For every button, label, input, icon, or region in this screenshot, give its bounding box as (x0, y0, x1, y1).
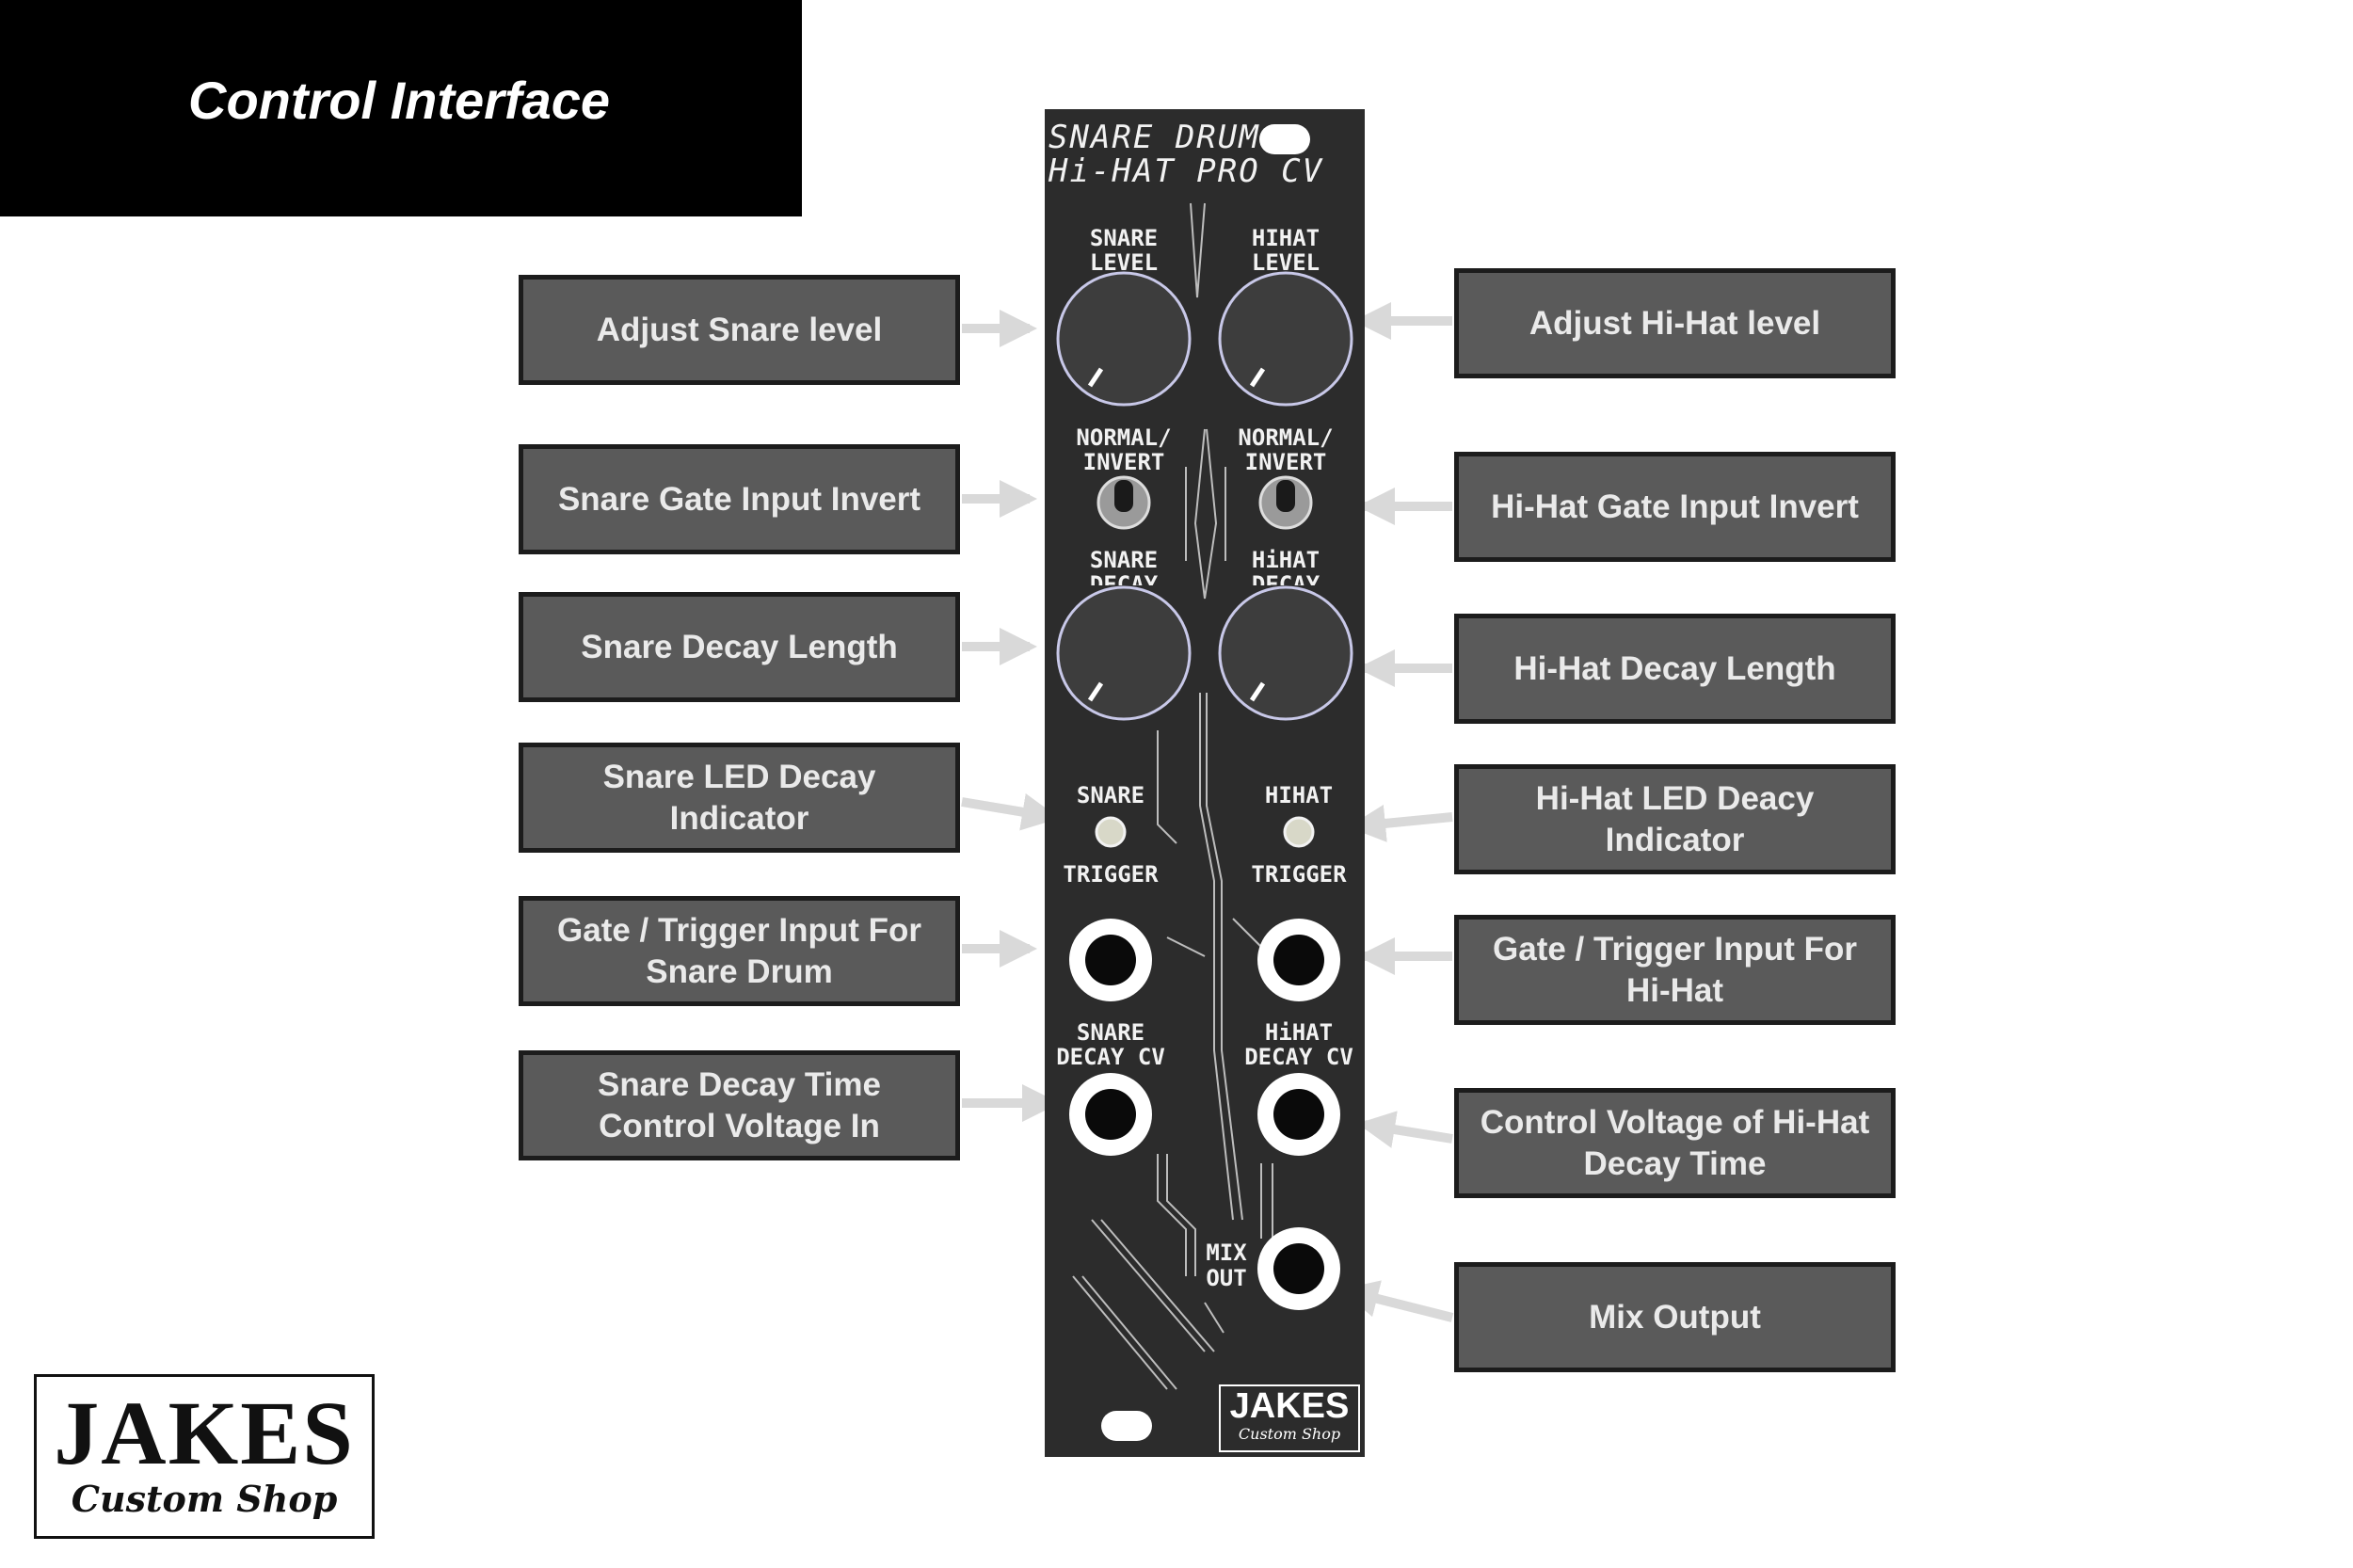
jack-hihat-trigger (1257, 919, 1340, 1001)
toggle-snare-invert (1096, 475, 1151, 530)
label-snare-invert: NORMAL/INVERT (1076, 424, 1172, 475)
led-snare (1095, 816, 1127, 848)
label-hihat-invert: NORMAL/INVERT (1238, 424, 1334, 475)
callout-mix-output: Mix Output (1454, 1262, 1896, 1372)
callout-snare-decay-length: Snare Decay Length (519, 592, 960, 702)
module-title: SNARE DRUM Hi-HAT PRO CV (1048, 119, 1324, 190)
label-hihat-led: HIHAT (1264, 782, 1334, 808)
title-banner: Control Interface (0, 0, 802, 216)
panel-graphics (1056, 124, 1353, 1441)
brand-logo: JAKES Custom Shop (34, 1374, 375, 1539)
label-snare-led: SNARE (1076, 782, 1145, 808)
callout-hihat-decay-length: Hi-Hat Decay Length (1454, 614, 1896, 724)
label-hihat-trigger: TRIGGER (1251, 861, 1347, 888)
knob-hihat-level (1218, 271, 1353, 407)
mount-hole-bottom (1101, 1411, 1152, 1441)
toggle-hihat-invert (1258, 475, 1313, 530)
knob-hihat-decay (1218, 585, 1353, 721)
arrow-snare-led (961, 793, 1060, 831)
callout-adjust-snare-level: Adjust Snare level (519, 275, 960, 385)
circuit-traces (1072, 202, 1273, 1390)
page-title: Control Interface (188, 71, 611, 130)
callout-hihat-gate-invert: Hi-Hat Gate Input Invert (1454, 452, 1896, 562)
mount-hole-top (1259, 124, 1310, 154)
knob-snare-level (1056, 271, 1192, 407)
led-hihat (1283, 816, 1315, 848)
jack-hihat-decay-cv (1257, 1073, 1340, 1156)
label-snare-trigger: TRIGGER (1063, 861, 1159, 888)
callout-snare-gate-invert: Snare Gate Input Invert (519, 444, 960, 554)
arrow-hihat-cv (1357, 1111, 1453, 1148)
arrow-mix-out (1340, 1280, 1454, 1322)
callout-adjust-hihat-level: Adjust Hi-Hat level (1454, 268, 1896, 378)
jack-snare-trigger (1069, 919, 1152, 1001)
jack-mix-out (1257, 1227, 1340, 1310)
knob-snare-decay (1056, 585, 1192, 721)
panel-logo: JAKES Custom Shop (1219, 1384, 1360, 1452)
arrow-hihat-led (1348, 805, 1453, 842)
jack-snare-decay-cv (1069, 1073, 1152, 1156)
